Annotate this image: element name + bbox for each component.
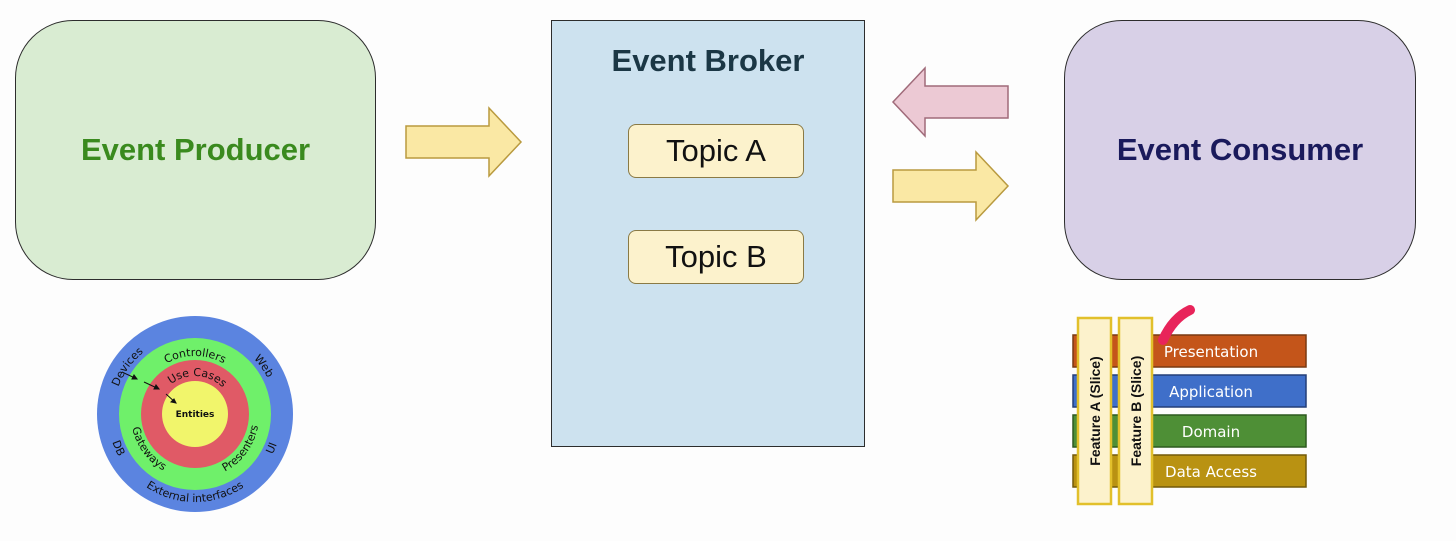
layer-label-domain: Domain	[1182, 423, 1240, 441]
arrow-broker-to-consumer	[892, 150, 1010, 222]
layer-label-data-access: Data Access	[1165, 463, 1257, 481]
event-consumer-box: Event Consumer	[1064, 20, 1416, 280]
layer-label-application: Application	[1169, 383, 1253, 401]
ring-label-ui: UI	[263, 441, 279, 456]
event-broker-box: Event Broker Topic A Topic B	[551, 20, 865, 447]
clean-architecture-diagram: Devices Web DB UI External interfaces Co…	[97, 316, 293, 512]
arrow-producer-to-broker	[405, 106, 523, 178]
topic-b-box: Topic B	[628, 230, 804, 284]
event-broker-title: Event Broker	[611, 43, 805, 78]
slice-feature-b: Feature B (Slice)	[1117, 316, 1154, 506]
layer-label-presentation: Presentation	[1164, 343, 1258, 361]
slice-label-feature-a: Feature A (Slice)	[1087, 356, 1103, 465]
arrow-consumer-to-broker	[891, 66, 1009, 138]
ring-label-entities: Entities	[176, 410, 215, 420]
topic-a-box: Topic A	[628, 124, 804, 178]
vertical-slices-diagram: Presentation Application Domain Data Acc…	[1072, 305, 1307, 506]
ring-label-controllers: Controllers	[162, 346, 228, 366]
dependency-arrows	[121, 371, 177, 404]
slice-feature-a: Feature A (Slice)	[1076, 316, 1113, 506]
core-circle	[162, 381, 228, 447]
event-producer-box: Event Producer	[15, 20, 376, 280]
pen-mark-icon	[1158, 305, 1195, 345]
ring-label-db: DB	[109, 438, 127, 458]
event-producer-label: Event Producer	[80, 132, 311, 167]
event-consumer-label: Event Consumer	[1116, 132, 1364, 167]
slice-label-feature-b: Feature B (Slice)	[1128, 356, 1144, 466]
